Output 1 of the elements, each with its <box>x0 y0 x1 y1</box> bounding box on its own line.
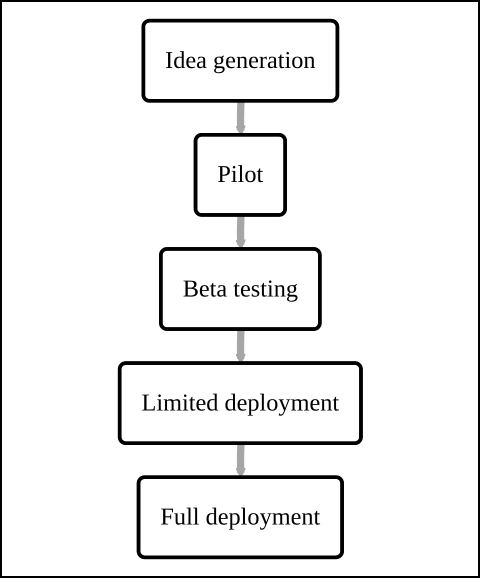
diagram-frame: Idea generation Pilot Beta testing Limited deployment Full deployment <box>0 0 480 578</box>
